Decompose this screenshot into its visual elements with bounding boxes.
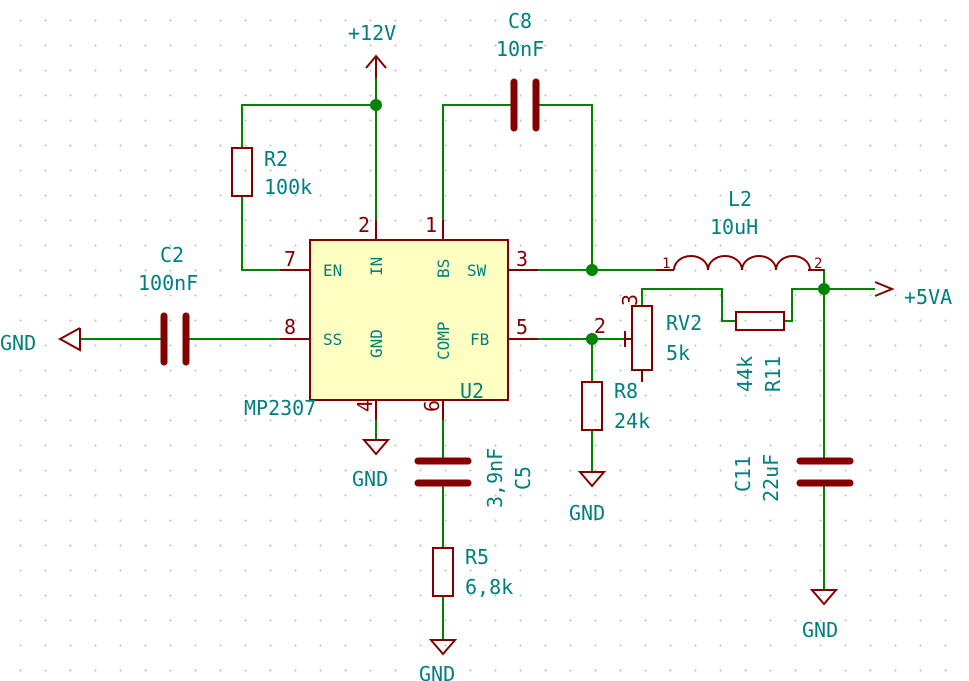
potentiometer-rv2[interactable]: 3 2 RV2 5k: [594, 294, 702, 382]
pin-bs-number: 1: [425, 213, 437, 237]
l2-value: 10uH: [710, 215, 758, 239]
r8-value: 24k: [614, 409, 650, 433]
ic-u2[interactable]: 2 1 7 8 3 5 4 6 EN SS SW FB IN BS GND CO…: [244, 213, 538, 420]
pin-fb-number: 5: [516, 315, 528, 339]
gnd-ic[interactable]: GND: [352, 439, 391, 491]
r2-body: [231, 147, 253, 197]
capacitor-c2[interactable]: C2 100nF: [138, 243, 198, 366]
rv2-body: [631, 305, 653, 371]
c5-value: 3,9nF: [483, 448, 507, 508]
gnd-c11-icon: [809, 589, 839, 606]
gnd-ic-icon: [361, 439, 391, 456]
pin-in-name: IN: [367, 257, 386, 276]
vin-arrow-icon: [365, 54, 387, 69]
gnd-c11[interactable]: GND: [802, 589, 839, 642]
r8-body: [581, 381, 603, 431]
l2-coil: [673, 255, 811, 271]
pin-gnd-name: GND: [367, 329, 386, 358]
r5-body: [432, 547, 454, 597]
gnd-r8[interactable]: GND: [569, 471, 607, 525]
pin-in-number: 2: [358, 213, 370, 237]
pin-sw-name: SW: [467, 261, 487, 280]
rv2-pin3: 3: [618, 294, 642, 306]
pin-en-name: EN: [323, 261, 342, 280]
junction-vin: [370, 99, 382, 111]
wire-r2-top: [241, 104, 376, 148]
resistor-r2[interactable]: R2 100k: [231, 147, 312, 199]
ic-value: MP2307: [244, 396, 316, 420]
capacitor-c11[interactable]: C11 22uF: [731, 454, 854, 502]
power-vin[interactable]: +12V: [348, 21, 396, 78]
c8-ref: C8: [508, 9, 532, 33]
ic-body: [309, 239, 509, 401]
junctions: [370, 99, 830, 345]
vin-label: +12V: [348, 21, 396, 45]
c11-ref: C11: [731, 456, 755, 492]
rv2-pin2: 2: [594, 314, 606, 338]
gnd-r5[interactable]: GND: [419, 639, 458, 681]
gnd-c2-icon: [57, 327, 81, 352]
pin-comp-number: 6: [420, 400, 444, 412]
wire-r2-en: [241, 196, 310, 271]
r11-ref: R11: [761, 356, 785, 392]
r8-ref: R8: [614, 379, 638, 403]
gnd-c2[interactable]: GND: [0, 327, 81, 355]
capacitor-c8[interactable]: C8 10nF: [496, 9, 544, 132]
power-vout[interactable]: +5VA: [874, 281, 952, 309]
pin-comp-name: COMP: [434, 321, 453, 360]
r2-value: 100k: [264, 175, 312, 199]
pin-fb-name: FB: [470, 330, 489, 349]
r5-value: 6,8k: [465, 575, 513, 599]
pin-sw-number: 3: [516, 247, 528, 271]
c2-ref: C2: [160, 243, 184, 267]
gnd-r8-label: GND: [569, 501, 605, 525]
junction-sw: [586, 264, 598, 276]
ic-ref: U2: [460, 379, 484, 403]
pin-en-number: 7: [284, 247, 296, 271]
rv2-ref: RV2: [666, 311, 702, 335]
wire-r11-rv2: [641, 288, 736, 322]
resistor-r11[interactable]: 44k R11: [733, 311, 785, 392]
wire-out-r11: [784, 288, 824, 322]
c11-value: 22uF: [759, 454, 783, 502]
r2-ref: R2: [264, 147, 288, 171]
gnd-r8-icon: [577, 471, 607, 488]
l2-pin2: 2: [814, 256, 822, 272]
inductor-l2[interactable]: 1 2 L2 10uH: [656, 187, 824, 272]
r11-value: 44k: [733, 356, 757, 392]
junction-out: [818, 283, 830, 295]
pin-gnd-number: 4: [353, 400, 377, 412]
gnd-ic-label: GND: [352, 467, 388, 491]
c2-value: 100nF: [138, 271, 198, 295]
c8-value: 10nF: [496, 37, 544, 61]
capacitor-c5[interactable]: 3,9nF C5: [414, 448, 535, 508]
pin-ss-name: SS: [323, 330, 342, 349]
rv2-value: 5k: [666, 341, 690, 365]
gnd-c11-label: GND: [802, 618, 838, 642]
gnd-r5-label: GND: [419, 662, 455, 681]
c5-ref: C5: [511, 466, 535, 490]
vout-arrow-icon: [874, 281, 895, 297]
r11-body: [735, 311, 785, 331]
junction-fb: [586, 333, 598, 345]
r5-ref: R5: [465, 545, 489, 569]
vout-label: +5VA: [904, 285, 952, 309]
resistor-r8[interactable]: R8 24k: [581, 379, 650, 433]
l2-ref: L2: [728, 187, 752, 211]
gnd-c2-label: GND: [0, 331, 36, 355]
resistor-r5[interactable]: R5 6,8k: [432, 545, 513, 599]
wire-c8-sw: [538, 104, 593, 270]
pin-bs-name: BS: [434, 259, 453, 278]
wire-bs-c8: [442, 104, 512, 240]
pin-ss-number: 8: [284, 315, 296, 339]
gnd-r5-icon: [428, 639, 458, 656]
l2-pin1: 1: [662, 256, 670, 272]
